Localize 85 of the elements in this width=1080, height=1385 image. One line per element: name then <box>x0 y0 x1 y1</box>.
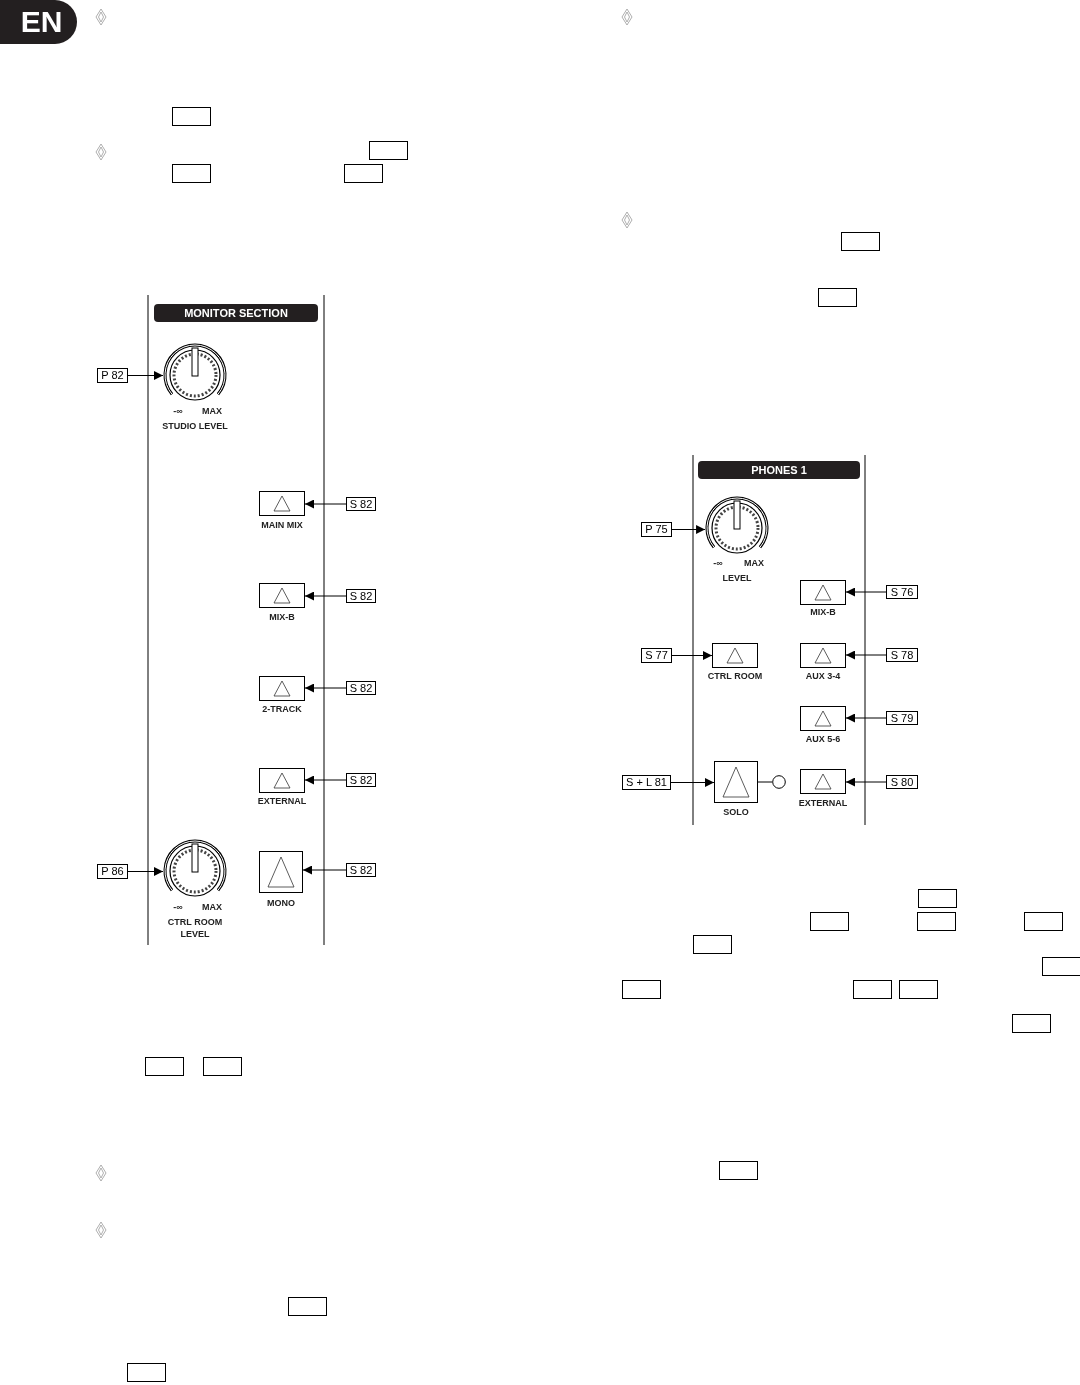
button-label: SOLO <box>723 807 749 818</box>
button-label: EXTERNAL <box>257 796 307 807</box>
push-button <box>800 580 846 605</box>
scale-label: MAX <box>744 558 764 569</box>
scale-label: MAX <box>202 406 222 417</box>
empty-box <box>719 1161 758 1180</box>
empty-box <box>172 164 211 183</box>
leader-line <box>845 587 887 597</box>
empty-box <box>1042 957 1080 976</box>
empty-box <box>369 141 408 160</box>
empty-box <box>1024 912 1063 931</box>
scale-label: MAX <box>202 902 222 913</box>
knob-label: LEVEL <box>722 573 752 584</box>
push-button <box>712 643 758 668</box>
push-button <box>259 491 305 516</box>
callout-label: S 77 <box>641 648 672 663</box>
empty-box <box>841 232 880 251</box>
leader-line <box>302 865 347 875</box>
empty-box <box>127 1363 166 1382</box>
leader-line <box>845 713 887 723</box>
scale-label: -∞ <box>173 902 183 913</box>
button-label: MAIN MIX <box>261 520 303 531</box>
empty-box <box>810 912 849 931</box>
callout-label: S 80 <box>886 775 918 789</box>
callout-label: P 86 <box>97 864 128 879</box>
leader-line <box>127 371 164 380</box>
scale-label: -∞ <box>173 406 183 417</box>
push-button <box>800 706 846 731</box>
callout-label: S 82 <box>346 773 376 787</box>
callout-label: S 82 <box>346 497 376 511</box>
push-button <box>259 851 303 893</box>
callout-label: S 82 <box>346 681 376 695</box>
leader-line <box>671 651 713 660</box>
language-tab: EN <box>0 0 77 44</box>
leader-line <box>304 775 347 785</box>
button-label: MIX-B <box>269 612 295 623</box>
button-label: MIX-B <box>810 607 836 618</box>
leader-line <box>304 591 347 601</box>
empty-box <box>818 288 857 307</box>
empty-box <box>853 980 892 999</box>
callout-label: P 75 <box>641 522 672 537</box>
empty-box <box>288 1297 327 1316</box>
button-label: MONO <box>267 898 295 909</box>
button-label: AUX 5-6 <box>805 734 841 745</box>
knob-label: CTRL ROOM LEVEL <box>166 916 224 940</box>
leader-line <box>671 525 706 534</box>
leader-line <box>304 499 347 509</box>
callout-label: P 82 <box>97 368 128 383</box>
leader-line <box>845 650 887 660</box>
connector-line <box>757 781 773 783</box>
callout-label: S 82 <box>346 863 376 877</box>
leader-line <box>845 777 887 787</box>
button-label: CTRL ROOM <box>707 671 763 682</box>
section-header: MONITOR SECTION <box>154 304 318 322</box>
knob-label: STUDIO LEVEL <box>162 421 228 432</box>
empty-box <box>917 912 956 931</box>
push-button <box>259 768 305 793</box>
led-indicator <box>772 775 786 789</box>
empty-box <box>145 1057 184 1076</box>
leader-line <box>127 867 164 876</box>
empty-box <box>622 980 661 999</box>
leader-line <box>670 778 715 787</box>
callout-label: S 76 <box>886 585 918 599</box>
push-button <box>259 583 305 608</box>
button-label: 2-TRACK <box>262 704 302 715</box>
empty-box <box>918 889 957 908</box>
empty-box <box>1012 1014 1051 1033</box>
callout-label: S 79 <box>886 711 918 725</box>
push-button <box>800 643 846 668</box>
callout-label: S + L 81 <box>622 775 671 790</box>
button-label: AUX 3-4 <box>805 671 841 682</box>
leader-line <box>304 683 347 693</box>
empty-box <box>203 1057 242 1076</box>
callout-label: S 78 <box>886 648 918 662</box>
empty-box <box>344 164 383 183</box>
push-button <box>259 676 305 701</box>
scale-label: -∞ <box>713 558 723 569</box>
empty-box <box>172 107 211 126</box>
push-button <box>714 761 758 803</box>
button-label: EXTERNAL <box>798 798 848 809</box>
empty-box <box>899 980 938 999</box>
empty-box <box>693 935 732 954</box>
section-header: PHONES 1 <box>698 461 860 479</box>
push-button <box>800 769 846 794</box>
callout-label: S 82 <box>346 589 376 603</box>
